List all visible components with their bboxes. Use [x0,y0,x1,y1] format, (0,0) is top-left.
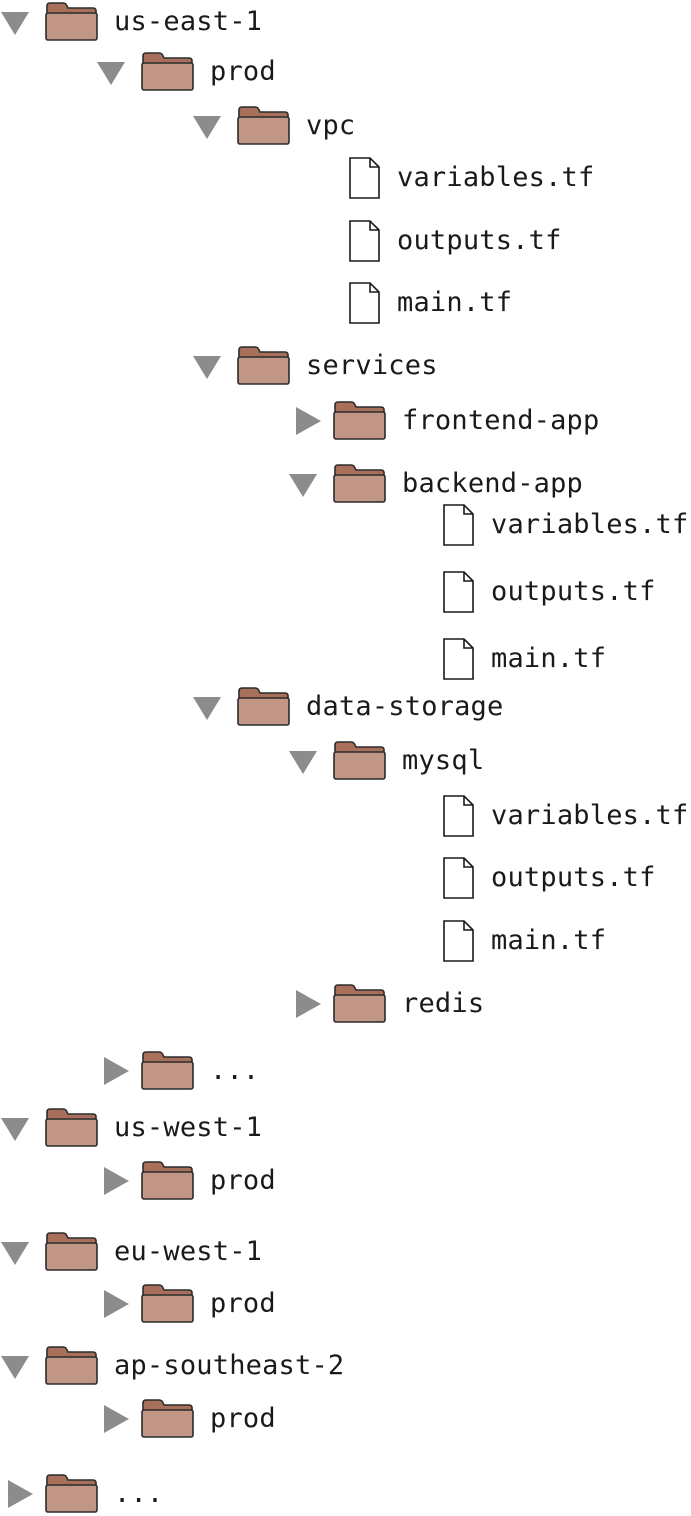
expanded-arrow-icon[interactable] [0,1116,30,1142]
collapsed-arrow-icon[interactable] [6,1479,34,1509]
file-label: outputs.tf [397,225,562,256]
folder-label: prod [210,56,276,87]
expanded-arrow-icon[interactable] [288,472,318,498]
folder-label: us-east-1 [114,6,263,37]
folder-icon [332,464,386,504]
folder-icon [44,1108,98,1148]
folder-label: prod [210,1165,276,1196]
folder-icon [332,401,386,441]
collapsed-arrow-icon[interactable] [294,989,322,1019]
tree-file-row[interactable]: variables.tf [0,156,691,200]
folder-label: redis [402,988,485,1019]
folder-icon [236,346,290,386]
tree-folder-row[interactable]: backend-app [0,462,691,506]
folder-icon [236,687,290,727]
file-icon [348,281,382,325]
file-icon [348,219,382,263]
tree-file-row[interactable]: main.tf [0,637,691,681]
file-label: outputs.tf [491,576,656,607]
tree-folder-row[interactable]: redis [0,982,691,1026]
folder-icon [44,1346,98,1386]
file-label: main.tf [491,925,607,956]
collapsed-arrow-icon[interactable] [102,1166,130,1196]
file-icon [442,856,476,900]
tree-file-row[interactable]: outputs.tf [0,570,691,614]
tree-file-row[interactable]: outputs.tf [0,856,691,900]
folder-label: frontend-app [402,405,600,436]
expanded-arrow-icon[interactable] [192,695,222,721]
file-icon [442,503,476,547]
file-label: variables.tf [397,162,595,193]
tree-file-row[interactable]: variables.tf [0,794,691,838]
tree-folder-row[interactable]: ... [0,1049,691,1093]
file-icon [442,637,476,681]
folder-icon [44,1232,98,1272]
tree-folder-row[interactable]: frontend-app [0,399,691,443]
expanded-arrow-icon[interactable] [192,114,222,140]
tree-folder-row[interactable]: services [0,344,691,388]
collapsed-arrow-icon[interactable] [102,1056,130,1086]
folder-label: ... [114,1478,164,1509]
expanded-arrow-icon[interactable] [0,1354,30,1380]
folder-icon [44,1474,98,1514]
folder-icon [236,106,290,146]
tree-folder-row[interactable]: us-west-1 [0,1106,691,1150]
tree-folder-row[interactable]: eu-west-1 [0,1230,691,1274]
tree-file-row[interactable]: outputs.tf [0,219,691,263]
folder-icon [140,52,194,92]
file-icon [442,919,476,963]
folder-label: us-west-1 [114,1112,263,1143]
folder-label: mysql [402,745,485,776]
folder-icon [332,741,386,781]
expanded-arrow-icon[interactable] [0,10,30,36]
file-label: main.tf [397,287,513,318]
folder-icon [332,984,386,1024]
tree-folder-row[interactable]: prod [0,50,691,94]
tree-folder-row[interactable]: data-storage [0,685,691,729]
file-icon [348,156,382,200]
folder-label: prod [210,1288,276,1319]
collapsed-arrow-icon[interactable] [102,1289,130,1319]
tree-folder-row[interactable]: us-east-1 [0,0,691,44]
tree-folder-row[interactable]: vpc [0,104,691,148]
tree-file-row[interactable]: main.tf [0,281,691,325]
tree-file-row[interactable]: variables.tf [0,503,691,547]
file-label: main.tf [491,643,607,674]
expanded-arrow-icon[interactable] [0,1240,30,1266]
folder-label: ap-southeast-2 [114,1350,345,1381]
folder-icon [44,2,98,42]
tree-file-row[interactable]: main.tf [0,919,691,963]
file-label: variables.tf [491,800,689,831]
folder-icon [140,1161,194,1201]
collapsed-arrow-icon[interactable] [102,1404,130,1434]
file-label: variables.tf [491,509,689,540]
folder-icon [140,1399,194,1439]
file-icon [442,570,476,614]
file-label: outputs.tf [491,862,656,893]
collapsed-arrow-icon[interactable] [294,406,322,436]
folder-label: prod [210,1403,276,1434]
expanded-arrow-icon[interactable] [288,749,318,775]
tree-folder-row[interactable]: prod [0,1282,691,1326]
tree-folder-row[interactable]: prod [0,1159,691,1203]
tree-folder-row[interactable]: prod [0,1397,691,1441]
file-icon [442,794,476,838]
tree-folder-row[interactable]: ... [0,1472,691,1516]
folder-label: data-storage [306,691,504,722]
folder-icon [140,1051,194,1091]
folder-label: services [306,350,438,381]
folder-label: backend-app [402,468,584,499]
folder-label: ... [210,1055,260,1086]
expanded-arrow-icon[interactable] [192,354,222,380]
tree-folder-row[interactable]: ap-southeast-2 [0,1344,691,1388]
folder-icon [140,1284,194,1324]
folder-label: vpc [306,110,356,141]
tree-folder-row[interactable]: mysql [0,739,691,783]
folder-label: eu-west-1 [114,1236,263,1267]
expanded-arrow-icon[interactable] [96,60,126,86]
